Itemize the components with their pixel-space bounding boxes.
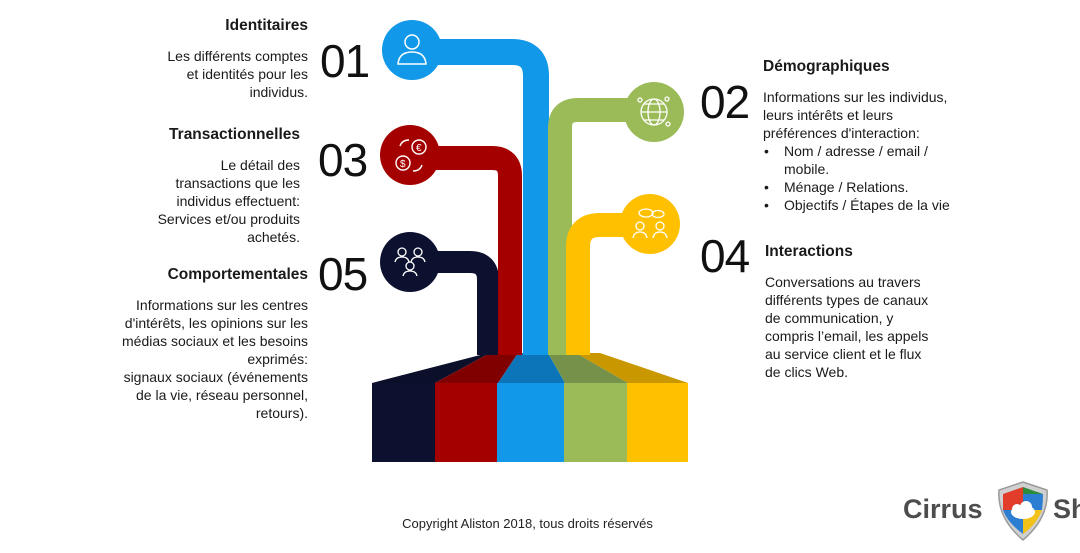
section-title: Interactions bbox=[765, 243, 853, 260]
pipe-03 bbox=[410, 146, 522, 355]
section-demographiques: Démographiques Informations sur les indi… bbox=[763, 58, 998, 214]
section-title: Transactionnelles bbox=[169, 126, 300, 143]
list-item-continuation: mobile. bbox=[784, 161, 830, 177]
number-04: 04 bbox=[700, 230, 750, 282]
section-description: Les différents comptes et identités pour… bbox=[167, 48, 308, 100]
globe-network-icon bbox=[637, 96, 671, 127]
section-transactionnelles: Transactionnelles Le détail des transact… bbox=[80, 126, 300, 246]
pipe-04 bbox=[566, 213, 648, 355]
copyright-notice: Copyright Aliston 2018, tous droits rése… bbox=[402, 516, 653, 531]
section-description: Informations sur les individus, leurs in… bbox=[763, 89, 948, 141]
base-block bbox=[372, 353, 688, 462]
person-icon bbox=[397, 34, 427, 65]
number-02: 02 bbox=[700, 76, 750, 128]
cirrus-logo: Cirrus Sh bbox=[903, 480, 1080, 541]
shield-icon bbox=[998, 481, 1048, 541]
section-title: Comportementales bbox=[167, 266, 308, 283]
conversation-icon bbox=[632, 208, 668, 239]
circle-04 bbox=[620, 194, 680, 254]
section-description: Informations sur les centres d'intérêts,… bbox=[122, 297, 308, 421]
circle-01 bbox=[382, 20, 442, 80]
logo-text-right: Sh bbox=[1053, 494, 1080, 524]
section-title: Démographiques bbox=[763, 58, 890, 75]
section-description: Conversations au travers différents type… bbox=[765, 274, 929, 380]
section-comportementales: Comportementales Informations sur les ce… bbox=[60, 266, 308, 422]
section-description: Le détail des transactions que les indiv… bbox=[157, 157, 300, 245]
section-interactions: Interactions Conversations au travers di… bbox=[765, 243, 995, 381]
circle-03 bbox=[380, 125, 440, 185]
svg-text:$: $ bbox=[400, 159, 406, 170]
svg-text:€: € bbox=[416, 143, 422, 154]
pipe-01 bbox=[410, 39, 549, 355]
group-icon bbox=[394, 247, 426, 277]
bullet-list: Nom / adresse / email / mobile. Ménage /… bbox=[763, 142, 998, 214]
section-title: Identitaires bbox=[225, 17, 308, 34]
currency-exchange-icon: € $ bbox=[395, 139, 427, 172]
pipe-05 bbox=[410, 251, 499, 355]
number-01: 01 bbox=[320, 35, 370, 87]
section-identitaires: Identitaires Les différents comptes et i… bbox=[90, 17, 308, 101]
number-05: 05 bbox=[318, 248, 368, 300]
list-item: Ménage / Relations. bbox=[763, 178, 998, 196]
list-item: Objectifs / Étapes de la vie bbox=[763, 196, 998, 214]
list-item: Nom / adresse / email / bbox=[763, 142, 998, 160]
number-03: 03 bbox=[318, 134, 368, 186]
logo-text-left: Cirrus bbox=[903, 494, 983, 524]
pipe-02 bbox=[548, 98, 655, 355]
